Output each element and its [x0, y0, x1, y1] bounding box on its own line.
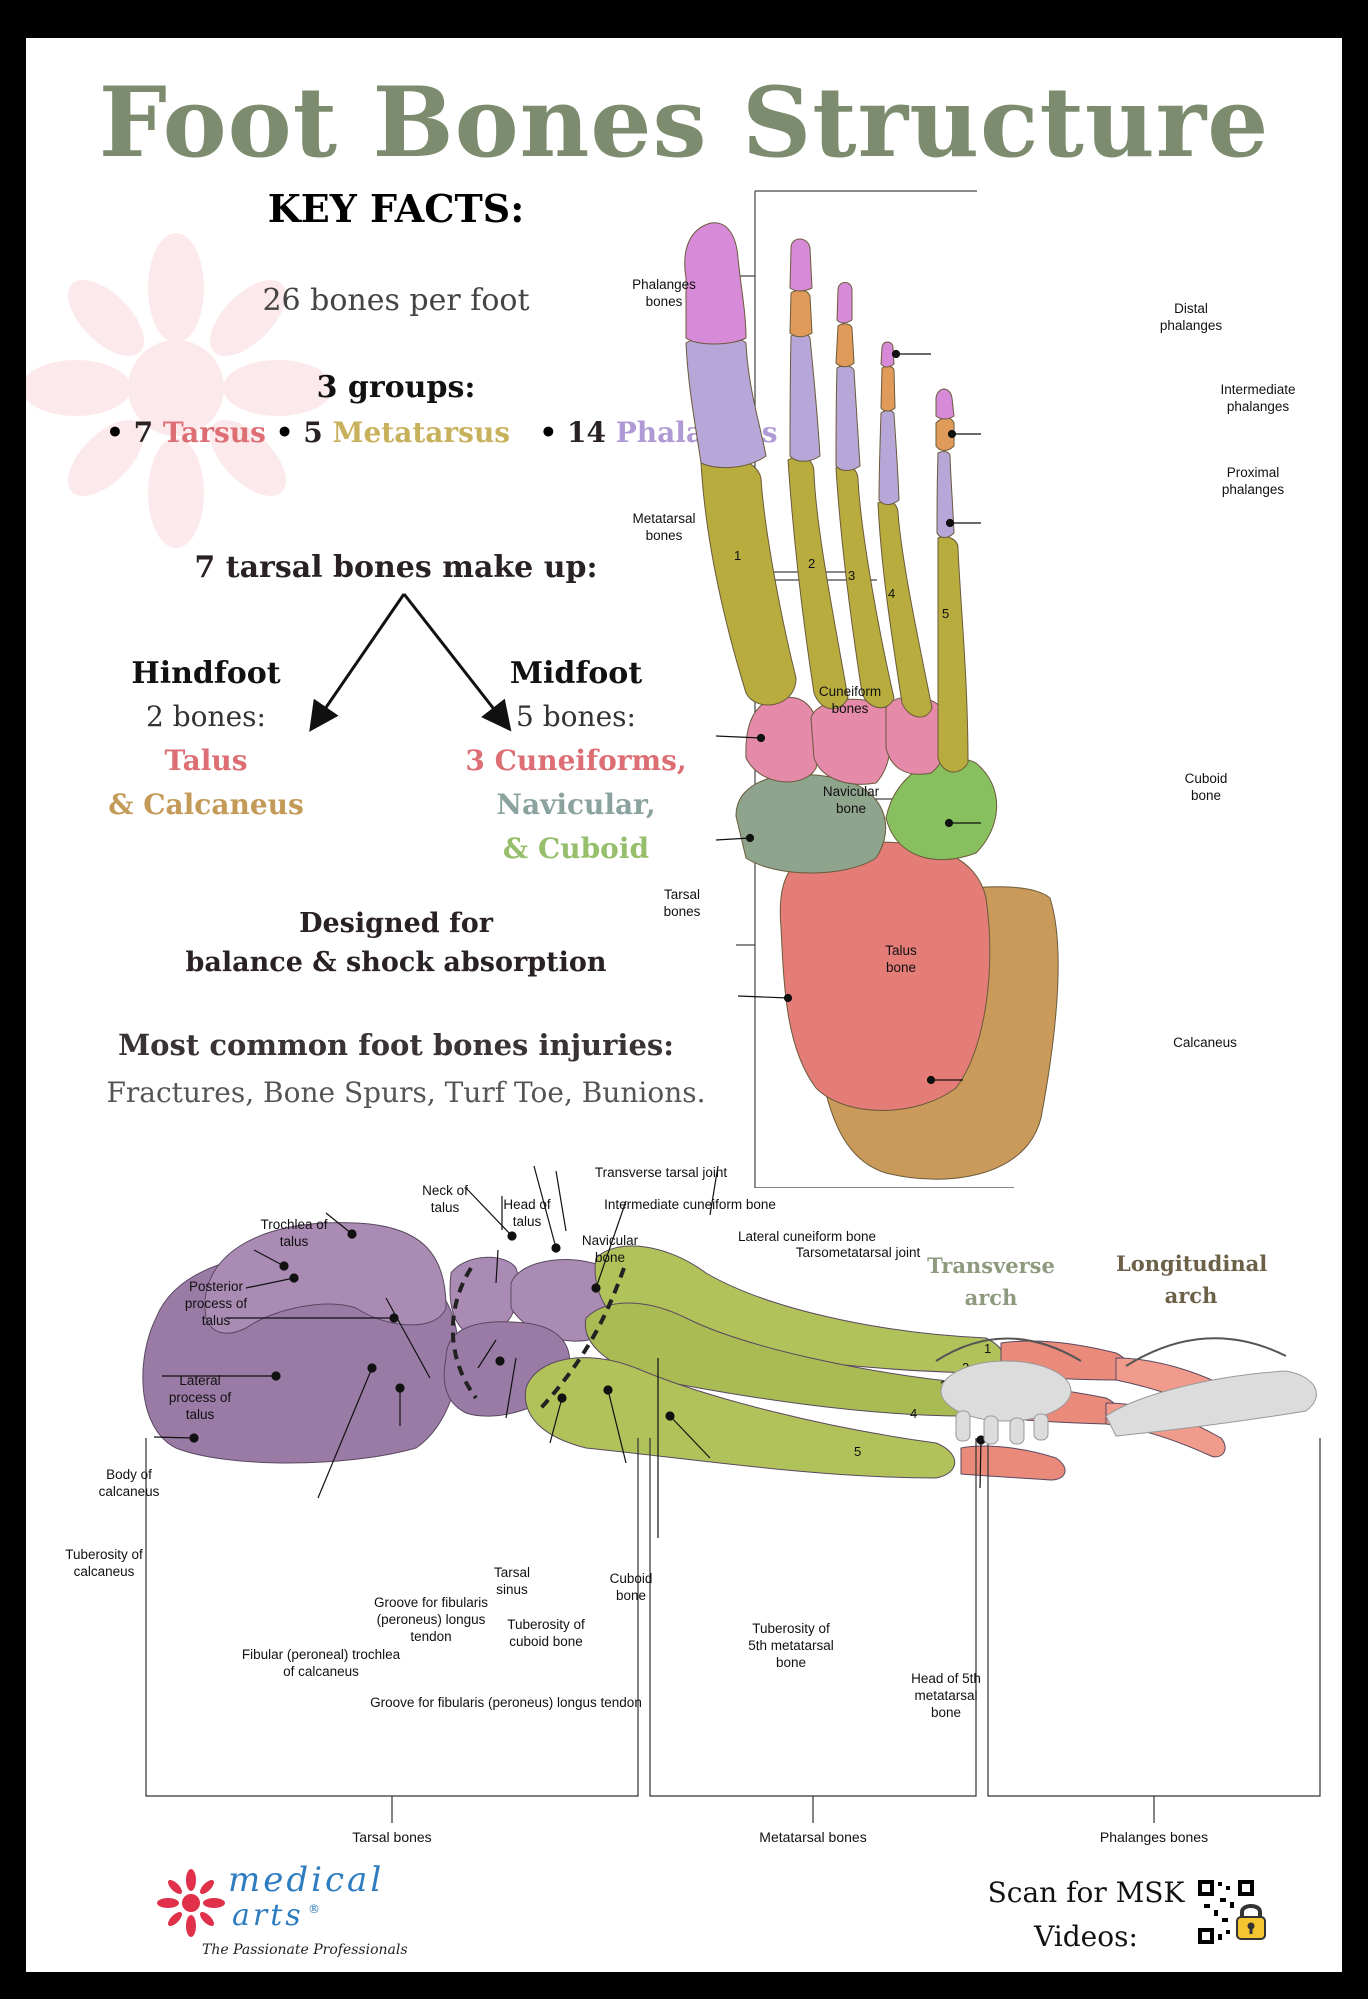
label-tuberosity-5th: Tuberosity of 5th metatarsal bone — [748, 1621, 834, 1670]
midfoot-cuboid: & Cuboid — [502, 832, 650, 865]
label-head-5th: Head of 5th metatarsal bone — [911, 1671, 981, 1720]
label-groove-fibularis-bottom: Groove for fibularis (peroneus) longus t… — [370, 1695, 642, 1710]
label-cuneiform-bones: Cuneiform bones — [818, 684, 882, 716]
midfoot-title: Midfoot — [509, 656, 643, 691]
arch-illustrations — [935, 1337, 1317, 1445]
designed-line1: Designed for — [299, 908, 493, 939]
bullet: • — [106, 416, 134, 449]
top-foot-diagram: 1 2 3 4 5 — [684, 190, 1059, 1188]
injuries-list: Fractures, Bone Spurs, Turf Toe, Bunions… — [106, 1076, 706, 1109]
bullet: • — [275, 416, 304, 449]
label-cuboid-bone: Cuboid bone — [1184, 771, 1228, 803]
meta-num-4: 4 — [888, 586, 895, 601]
label-body-of-calcaneus: Body of calcaneus — [98, 1467, 160, 1499]
qr-code-icon[interactable] — [1196, 1878, 1256, 1948]
hindfoot-talus: Talus — [164, 744, 248, 777]
scan-text-line2: Videos: — [1034, 1920, 1138, 1953]
metatarsus-name: Metatarsus — [332, 416, 511, 449]
midfoot-cuneiforms: 3 Cuneiforms, — [465, 744, 687, 777]
bullet: • — [519, 416, 567, 449]
meta-num-3: 3 — [848, 568, 855, 583]
transverse-arch-label: Transverse arch — [927, 1253, 1055, 1310]
label-neck-of-talus: Neck of talus — [422, 1183, 468, 1215]
label-intermediate-phalanges: Intermediate phalanges — [1220, 382, 1296, 414]
midfoot-navicular: Navicular, — [496, 788, 656, 821]
longitudinal-arch-label: Longitudinal arch — [1116, 1251, 1268, 1308]
label-transverse-tarsal-joint: Transverse tarsal joint — [594, 1165, 728, 1180]
injuries-heading: Most common foot bones injuries: — [118, 1028, 674, 1062]
meta-num-5: 5 — [942, 606, 949, 621]
label-head-of-talus: Head of talus — [503, 1197, 551, 1229]
scan-text-line1: Scan for MSK — [987, 1876, 1185, 1909]
label-phalanges-bones: Phalanges bones — [632, 277, 696, 309]
hindfoot-count: 2 bones: — [146, 700, 266, 733]
label-cuboid-bone-side: Cuboid bone — [609, 1571, 653, 1603]
bones-per-foot: 26 bones per foot — [262, 283, 530, 318]
label-calcaneus: Calcaneus — [1173, 1035, 1237, 1050]
label-trochlea-of-talus: Trochlea of talus — [260, 1217, 328, 1249]
split-arrows — [309, 593, 512, 732]
logo-reg-mark: ® — [308, 1902, 320, 1916]
tarsus-name: Tarsus — [162, 416, 266, 449]
metatarsus-count: 5 — [303, 416, 323, 449]
tarsal-heading: 7 tarsal bones make up: — [194, 550, 598, 585]
label-posterior-process: Posterior process of talus — [184, 1279, 248, 1328]
watermark-splash — [26, 233, 333, 548]
label-intermediate-cuneiform: Intermediate cuneiform bone — [604, 1197, 776, 1212]
side-meta-num-5: 5 — [854, 1444, 861, 1459]
logo-splash-icon — [157, 1869, 225, 1937]
key-facts-heading: KEY FACTS: — [267, 186, 525, 231]
lock-icon — [1236, 1904, 1266, 1940]
midfoot-count: 5 bones: — [516, 700, 636, 733]
label-tuberosity-cuboid: Tuberosity of cuboid bone — [507, 1617, 585, 1649]
logo-tagline: The Passionate Professionals — [202, 1942, 408, 1958]
hindfoot-title: Hindfoot — [131, 656, 281, 691]
label-metatarsal-bones: Metatarsal bones — [632, 511, 696, 543]
label-distal-phalanges: Distal phalanges — [1159, 301, 1223, 333]
label-tuberosity-of-calcaneus: Tuberosity of calcaneus — [65, 1547, 143, 1579]
logo-text-medical: medical — [228, 1860, 385, 1900]
groups-list: • 7 Tarsus • 5 Metatarsus • 14 Phalanges — [106, 416, 778, 449]
tarsus-count: 7 — [133, 416, 154, 449]
group-tarsal-bones: Tarsal bones — [352, 1829, 432, 1845]
group-phalanges-bones: Phalanges bones — [1099, 1829, 1209, 1845]
label-navicular-bone: Navicular bone — [822, 784, 880, 816]
label-tarsal-bones: Tarsal bones — [663, 887, 701, 919]
meta-num-2: 2 — [808, 556, 815, 571]
meta-num-1: 1 — [734, 548, 741, 563]
label-lateral-cuneiform: Lateral cuneiform bone — [737, 1229, 877, 1244]
side-meta-num-1: 1 — [984, 1341, 991, 1356]
label-groove-fibularis: Groove for fibularis (peroneus) longus t… — [373, 1595, 489, 1644]
label-fibular-trochlea: Fibular (peroneal) trochlea of calcaneus — [241, 1647, 401, 1679]
phalanges-count: 14 — [566, 416, 606, 449]
designed-line2: balance & shock absorption — [185, 947, 607, 978]
group-metatarsal-bones: Metatarsal bones — [759, 1829, 867, 1845]
label-navicular-bone-side: Navicular bone — [581, 1233, 639, 1265]
label-talus-bone: Talus bone — [885, 943, 917, 975]
poster: Foot Bones Structure KEY FACTS: 26 bones… — [26, 38, 1342, 1972]
label-tarsal-sinus: Tarsal sinus — [493, 1565, 530, 1597]
label-lateral-process: Lateral process of talus — [168, 1373, 232, 1422]
label-tarsometatarsal-joint: Tarsometatarsal joint — [795, 1245, 921, 1260]
logo-text-arts: arts — [232, 1898, 304, 1933]
hindfoot-calcaneus: & Calcaneus — [108, 788, 304, 821]
label-proximal-phalanges: Proximal phalanges — [1221, 465, 1285, 497]
groups-heading: 3 groups: — [316, 370, 476, 405]
side-meta-num-4: 4 — [910, 1406, 917, 1421]
page-title: Foot Bones Structure — [98, 66, 1270, 179]
